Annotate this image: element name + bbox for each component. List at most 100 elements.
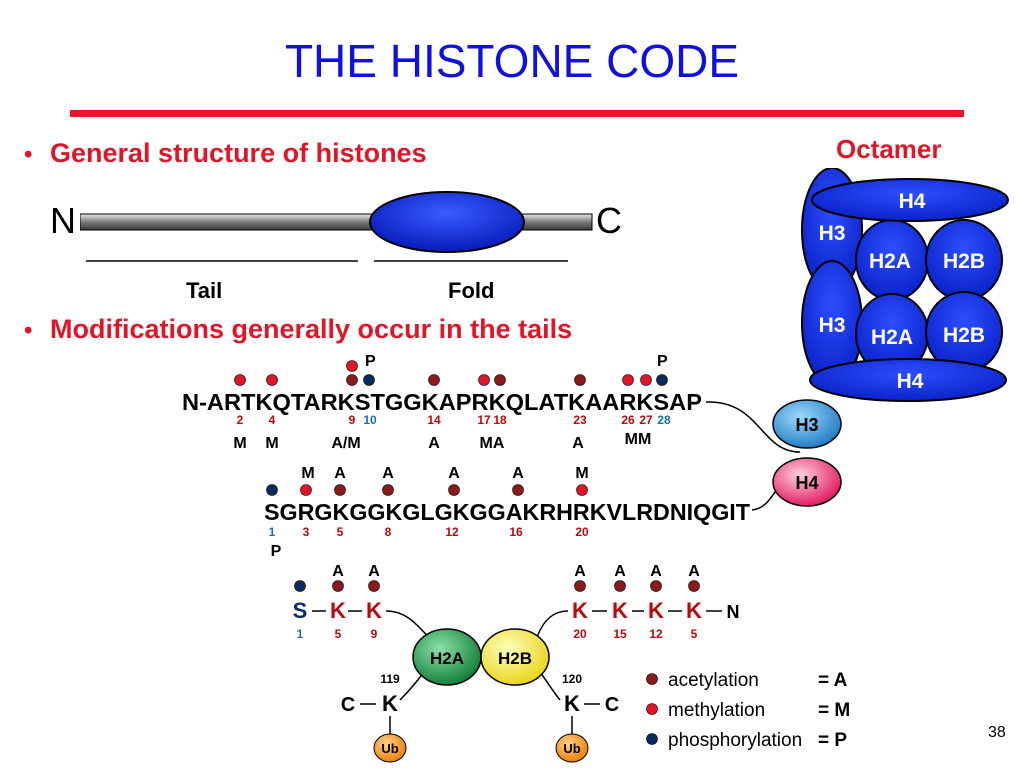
h3-positions: 2 4 9 10 14 17 18 23 26 27 28: [237, 413, 671, 427]
legend-phosphorylation-dot: [646, 733, 658, 745]
octamer-title: Octamer: [836, 134, 942, 164]
octamer-label-h3-top: H3: [819, 222, 846, 245]
bullet-dot: •: [24, 317, 33, 344]
mod-label: A: [334, 465, 346, 482]
bullet-modifications: • Modifications generally occur in the ta…: [24, 314, 572, 345]
mod-label: A: [382, 465, 394, 482]
h2b-c-connector: [539, 671, 561, 701]
h2b-ubiquitin-label: Ub: [563, 741, 580, 756]
h2a-lys-position: 119: [380, 672, 400, 686]
h2b-n-terminus: N: [727, 602, 740, 622]
residue-position: 10: [363, 413, 377, 427]
legend-methylation-code: = M: [818, 700, 850, 721]
octamer-diagram: H4 H3 H2A H2B H3 H2A H2B H4: [801, 168, 1009, 402]
residue: S: [293, 598, 308, 623]
legend: acetylation = A methylation = M phosphor…: [646, 670, 850, 751]
residue: K: [612, 598, 628, 623]
page-number: 38: [988, 724, 1006, 741]
h2b-positions: 20 15 12 5: [573, 627, 697, 641]
legend-acetylation-dot: [646, 673, 658, 685]
octamer-label-h2a-top: H2A: [869, 250, 911, 273]
acetylation-dot: [574, 580, 586, 592]
mod-label: A: [574, 563, 586, 580]
acetylation-dot: [332, 580, 344, 592]
residue-position: 3: [303, 525, 310, 539]
methylation-dot: [266, 374, 278, 386]
h2a-lys-residue: K: [382, 691, 398, 716]
residue-position: 20: [575, 525, 589, 539]
octamer-label-h2a-bottom: H2A: [871, 326, 913, 349]
acetylation-dot: [614, 580, 626, 592]
mod-label: A: [572, 435, 584, 452]
h3-p-marks: P P: [365, 353, 668, 370]
h2a-c-terminus: C: [341, 694, 355, 716]
residue-position: 5: [337, 525, 344, 539]
h2b-n-connector: [535, 610, 569, 641]
mod-label: A: [512, 465, 524, 482]
h2b-c-terminus: C: [605, 694, 619, 716]
histone-fold-domain: [369, 191, 525, 253]
residue-position: 15: [613, 627, 627, 641]
octamer-label-h3-bottom: H3: [819, 314, 846, 337]
methylation-dot: [640, 374, 652, 386]
legend-methylation-dot: [646, 703, 658, 715]
mod-label: A: [428, 435, 440, 452]
h3-modification-dots: [234, 360, 668, 386]
acetylation-dot: [428, 374, 440, 386]
residue-position: 12: [445, 525, 459, 539]
methylation-dot: [622, 374, 634, 386]
h2a-modification-labels: A A: [332, 563, 380, 580]
h3-p-mark: P: [657, 353, 668, 370]
residue-position: 26: [621, 413, 635, 427]
octamer-label-h4-top: H4: [899, 190, 926, 213]
h4-sequence: SGRGKGGKGLGKGGAKRHRKVLRDNIQGIT: [264, 499, 750, 525]
residue-position: 1: [269, 525, 276, 539]
h4-histone-circle: [772, 457, 842, 507]
residue-position: 17: [477, 413, 491, 427]
mod-label: A: [368, 563, 380, 580]
methylation-dot: [346, 360, 358, 372]
bullet-text: General structure of histones: [50, 138, 427, 168]
bullet-text: Modifications generally occur in the tai…: [50, 314, 573, 344]
title-underline: [70, 110, 964, 117]
acetylation-dot: [382, 484, 394, 496]
h4-modification-labels: M A A A A M: [301, 465, 588, 482]
bullet-general-structure: •General structure of histones: [24, 138, 427, 169]
phosphorylation-dot: [294, 580, 306, 592]
residue-position: 14: [427, 413, 441, 427]
h2b-lys-residue: K: [564, 691, 580, 716]
h2b-histone-circle: [480, 628, 550, 686]
legend-phosphorylation-code: = P: [818, 730, 847, 751]
n-terminus-label: N: [50, 200, 76, 241]
h2a-residues: S K K: [293, 598, 382, 623]
acetylation-dot: [512, 484, 524, 496]
methylation-dot: [234, 374, 246, 386]
fold-label: Fold: [448, 278, 495, 303]
residue: K: [366, 598, 382, 623]
h3-histone-circle: [772, 399, 842, 449]
histone-structure-diagram: [80, 191, 593, 262]
h2a-positions: 1 5 9: [297, 627, 378, 641]
residue-position: 1: [297, 627, 304, 641]
octamer-label-h2b-top: H2B: [943, 250, 985, 273]
legend-acetylation-label: acetylation: [668, 670, 759, 691]
residue-position: 9: [349, 413, 356, 427]
residue-position: 4: [269, 413, 276, 427]
acetylation-dot: [334, 484, 346, 496]
mod-label: A: [332, 563, 344, 580]
mod-label: MM: [625, 431, 652, 448]
acetylation-dot: [650, 580, 662, 592]
acetylation-dot: [494, 374, 506, 386]
octamer-h4-top: [811, 178, 1009, 222]
h3-histone-label: H3: [795, 415, 818, 435]
h2b-modification-labels: A A A A: [574, 563, 700, 580]
methylation-dot: [576, 484, 588, 496]
mod-label: M: [301, 465, 314, 482]
residue-position: 27: [639, 413, 653, 427]
c-terminus-label: C: [596, 200, 622, 241]
mod-label: M: [575, 465, 588, 482]
h2b-histone-label: H2B: [498, 649, 532, 668]
h2a-ubiquitin-label: Ub: [381, 741, 398, 756]
